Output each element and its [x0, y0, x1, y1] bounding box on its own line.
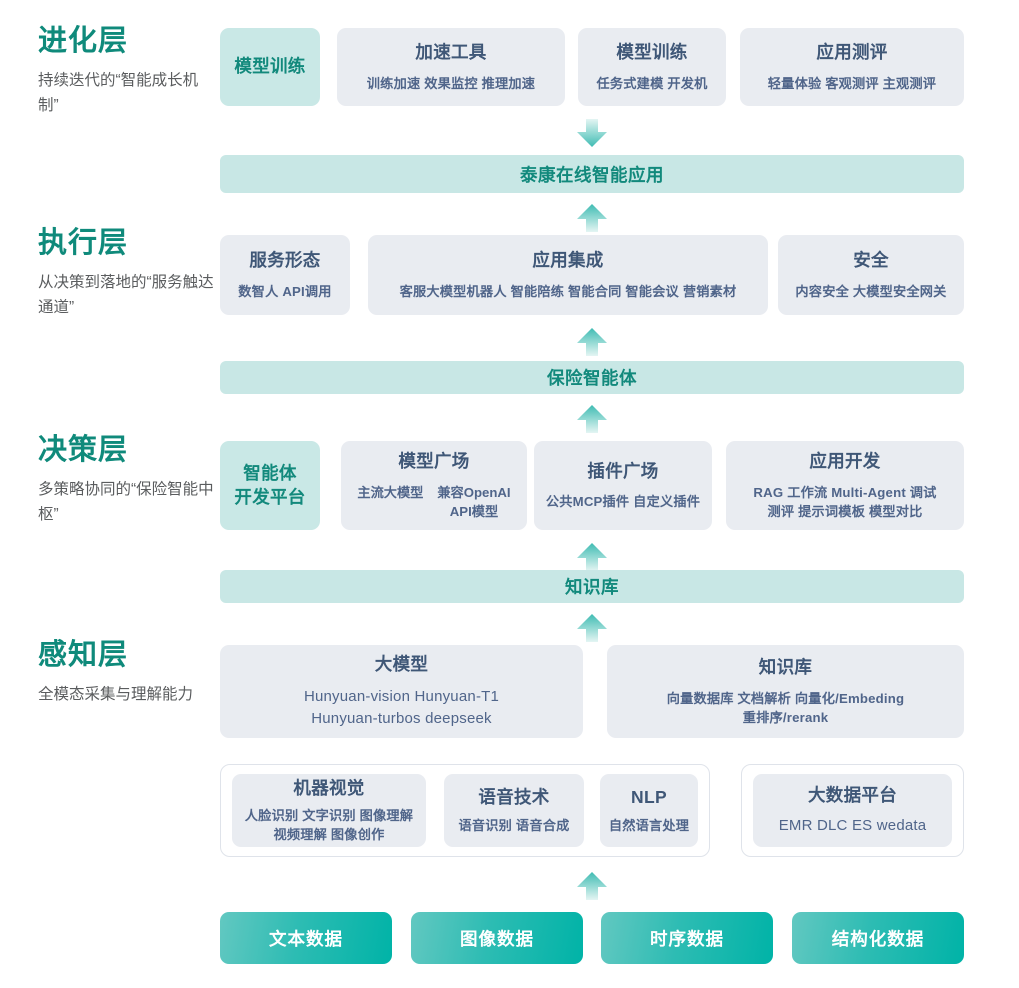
card-subtitle: 内容安全 大模型安全网关: [795, 283, 947, 299]
chip-structured-data[interactable]: 结构化数据: [792, 912, 964, 964]
card-title: 服务形态: [249, 250, 321, 271]
chip-label: 结构化数据: [831, 928, 925, 949]
card-title: 大模型: [374, 654, 429, 675]
layer-title: 决策层: [38, 434, 129, 466]
card-title: 安全: [853, 250, 889, 271]
arrow-up-icon: [575, 203, 609, 233]
chip-label: 文本数据: [269, 928, 343, 949]
card-subtitle: 轻量体验 客观测评 主观测评: [767, 75, 937, 91]
card-subtitle: 语音识别 语音合成: [458, 817, 570, 833]
card-model-plaza[interactable]: 模型广场 主流大模型 兼容OpenAI API模型: [341, 441, 527, 530]
chip-label: 图像数据: [460, 928, 534, 949]
card-subtitle: RAG 工作流 Multi-Agent 调试 测评 提示词模板 模型对比: [753, 484, 937, 519]
card-title: 模型训练: [616, 42, 688, 63]
card-title: NLP: [631, 787, 667, 808]
card-subtitle: Hunyuan-vision Hunyuan-T1 Hunyuan-turbos…: [303, 688, 500, 727]
banner-taikang-online-ai-app[interactable]: 泰康在线智能应用: [220, 155, 964, 193]
chip-image-data[interactable]: 图像数据: [411, 912, 583, 964]
layer-description: 持续迭代的“智能成长机制”: [38, 71, 199, 114]
card-subtitle: 向量数据库 文档解析 向量化/Embeding 重排序/rerank: [666, 690, 905, 725]
card-title: 加速工具: [415, 42, 487, 63]
banner-label: 泰康在线智能应用: [520, 164, 664, 185]
card-application-integration[interactable]: 应用集成 客服大模型机器人 智能陪练 智能合同 智能会议 营销素材: [368, 235, 768, 315]
layer-title: 执行层: [38, 227, 129, 259]
chip-label: 时序数据: [650, 928, 724, 949]
card-subtitle-right: 兼容OpenAI API模型: [437, 484, 511, 519]
banner-knowledge-base[interactable]: 知识库: [220, 570, 964, 603]
arrow-up-icon: [575, 404, 609, 434]
arrow-up-icon: [575, 542, 609, 572]
card-subtitle-columns: 主流大模型 兼容OpenAI API模型: [357, 483, 510, 521]
chip-timeseries-data[interactable]: 时序数据: [601, 912, 773, 964]
card-subtitle: 人脸识别 文字识别 图像理解 视频理解 图像创作: [244, 808, 414, 843]
card-title: 插件广场: [587, 460, 659, 481]
card-model-training[interactable]: 模型训练 任务式建模 开发机: [578, 28, 726, 106]
card-title: 应用测评: [816, 42, 888, 63]
banner-insurance-agent[interactable]: 保险智能体: [220, 361, 964, 394]
layer-label-evolution: 进化层 持续迭代的“智能成长机制”: [38, 25, 218, 118]
card-title: 模型广场: [398, 451, 470, 472]
card-app-evaluation[interactable]: 应用测评 轻量体验 客观测评 主观测评: [740, 28, 964, 106]
card-security[interactable]: 安全 内容安全 大模型安全网关: [778, 235, 964, 315]
card-subtitle: 公共MCP插件 自定义插件: [545, 494, 701, 510]
arrow-up-icon: [575, 613, 609, 643]
card-title: 智能体 开发平台: [234, 462, 306, 507]
card-model-training-accent[interactable]: 模型训练: [220, 28, 320, 106]
arrow-up-icon: [575, 327, 609, 357]
arrow-down-icon: [575, 118, 609, 148]
arrow-up-icon: [575, 871, 609, 901]
layer-description: 多策略协同的“保险智能中枢”: [38, 480, 214, 523]
layer-description: 从决策到落地的“服务触达通道”: [38, 273, 214, 316]
card-subtitle-left: 主流大模型: [357, 484, 424, 500]
layer-description: 全模态采集与理解能力: [38, 685, 194, 703]
layer-title: 进化层: [38, 25, 129, 57]
layer-label-execution: 执行层 从决策到落地的“服务触达通道”: [38, 227, 218, 320]
card-nlp[interactable]: NLP 自然语言处理: [600, 774, 698, 847]
card-plugin-plaza[interactable]: 插件广场 公共MCP插件 自定义插件: [534, 441, 712, 530]
card-acceleration-tools[interactable]: 加速工具 训练加速 效果监控 推理加速: [337, 28, 565, 106]
layer-label-decision: 决策层 多策略协同的“保险智能中枢”: [38, 434, 218, 527]
card-large-models[interactable]: 大模型 Hunyuan-vision Hunyuan-T1 Hunyuan-tu…: [220, 645, 583, 738]
card-agent-dev-platform-accent[interactable]: 智能体 开发平台: [220, 441, 320, 530]
card-title: 机器视觉: [293, 777, 365, 798]
card-title: 大数据平台: [808, 784, 897, 805]
card-title: 模型训练: [234, 56, 306, 77]
banner-label: 保险智能体: [547, 368, 637, 388]
card-subtitle: EMR DLC ES wedata: [778, 817, 927, 835]
card-subtitle: 任务式建模 开发机: [596, 75, 708, 91]
card-title: 应用集成: [532, 250, 604, 271]
card-knowledge-base[interactable]: 知识库 向量数据库 文档解析 向量化/Embeding 重排序/rerank: [607, 645, 964, 738]
chip-text-data[interactable]: 文本数据: [220, 912, 392, 964]
card-subtitle: 客服大模型机器人 智能陪练 智能合同 智能会议 营销素材: [399, 283, 737, 299]
card-app-development[interactable]: 应用开发 RAG 工作流 Multi-Agent 调试 测评 提示词模板 模型对…: [726, 441, 964, 530]
card-speech-technology[interactable]: 语音技术 语音识别 语音合成: [444, 774, 584, 847]
card-subtitle: 自然语言处理: [608, 817, 690, 833]
card-service-form[interactable]: 服务形态 数智人 API调用: [220, 235, 350, 315]
card-machine-vision[interactable]: 机器视觉 人脸识别 文字识别 图像理解 视频理解 图像创作: [232, 774, 426, 847]
card-title: 知识库: [758, 657, 813, 678]
card-big-data-platform[interactable]: 大数据平台 EMR DLC ES wedata: [753, 774, 952, 847]
card-subtitle: 数智人 API调用: [238, 283, 332, 299]
layer-label-perception: 感知层 全模态采集与理解能力: [38, 639, 218, 707]
banner-label: 知识库: [565, 577, 619, 597]
card-title: 应用开发: [809, 451, 881, 472]
card-title: 语音技术: [478, 787, 550, 808]
layer-title: 感知层: [38, 639, 129, 671]
card-subtitle: 训练加速 效果监控 推理加速: [366, 75, 536, 91]
